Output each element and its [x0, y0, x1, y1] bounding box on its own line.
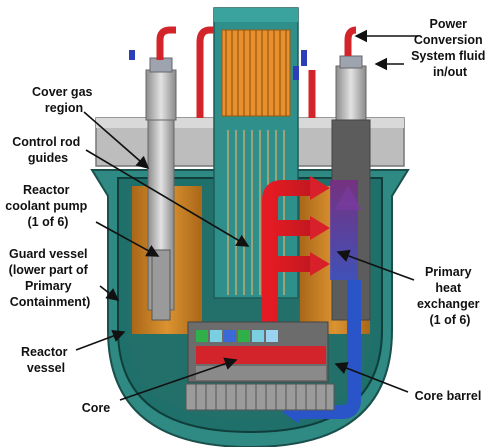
- pump-line-3: (1 of 6): [28, 215, 69, 229]
- label-reactor-coolant-pump: Reactor coolant pump (1 of 6): [5, 183, 90, 229]
- power-conversion-line-1: Power: [430, 17, 468, 31]
- phx-line-4: (1 of 6): [430, 313, 471, 327]
- control-rod-bundle: [225, 30, 287, 116]
- core: [185, 321, 335, 411]
- cover-gas-line-1: Cover gas: [32, 85, 92, 99]
- control-rod-line-2: guides: [28, 151, 68, 165]
- phx-line-3: exchanger: [417, 297, 480, 311]
- pointer-lines: [75, 29, 418, 401]
- guard-line-4: Containment): [10, 295, 91, 309]
- power-conversion-line-3: System fluid: [411, 49, 485, 63]
- guard-line-1: Guard vessel: [9, 247, 88, 261]
- pcs-pipe-left: [196, 26, 214, 118]
- flow-arrow-cold: [298, 280, 361, 419]
- flow-arrow-hot: [262, 180, 312, 380]
- power-conversion-line-2: Conversion: [414, 33, 483, 47]
- label-guard-vessel: Guard vessel (lower part of Primary Cont…: [9, 247, 92, 309]
- guard-line-2: (lower part of: [9, 263, 89, 277]
- guard-line-3: Primary: [25, 279, 72, 293]
- control-rod-line-1: Control rod: [12, 135, 80, 149]
- label-cover-gas: Cover gas region: [32, 85, 96, 115]
- label-reactor-vessel: Reactor vessel: [21, 345, 71, 375]
- reactor-vessel-line-2: vessel: [27, 361, 65, 375]
- pump-line-1: Reactor: [23, 183, 70, 197]
- label-core-barrel: Core barrel: [415, 389, 482, 403]
- label-control-rod-guides: Control rod guides: [12, 135, 84, 165]
- power-conversion-line-4: in/out: [433, 65, 468, 79]
- label-power-conversion: Power Conversion System fluid in/out: [411, 17, 489, 79]
- phx-line-2: heat: [435, 281, 462, 295]
- cover-gas-line-2: region: [45, 101, 83, 115]
- phx-line-1: Primary: [425, 265, 472, 279]
- label-core: Core: [82, 401, 111, 415]
- label-primary-heat-exchanger: Primary heat exchanger (1 of 6): [417, 265, 483, 327]
- pump-line-2: coolant pump: [5, 199, 87, 213]
- reactor-coolant-pump: [129, 26, 177, 321]
- reactor-vessel-line-1: Reactor: [21, 345, 68, 359]
